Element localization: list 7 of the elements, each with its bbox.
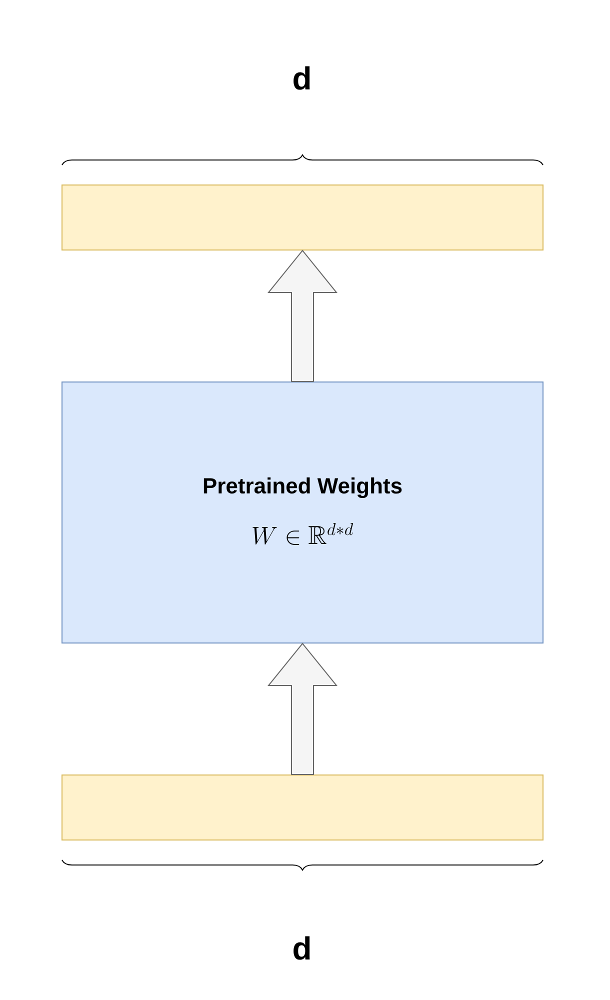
dimension-label: d xyxy=(294,66,310,90)
block-arrow xyxy=(267,250,338,382)
weights-box: Pretrained Weights $W \in \mathbb{R}^{d*d}$ xyxy=(62,382,544,644)
block-arrow xyxy=(267,642,338,775)
dimension-label: d xyxy=(294,936,310,960)
vector-bar xyxy=(62,774,544,840)
vector-bar xyxy=(62,184,544,250)
